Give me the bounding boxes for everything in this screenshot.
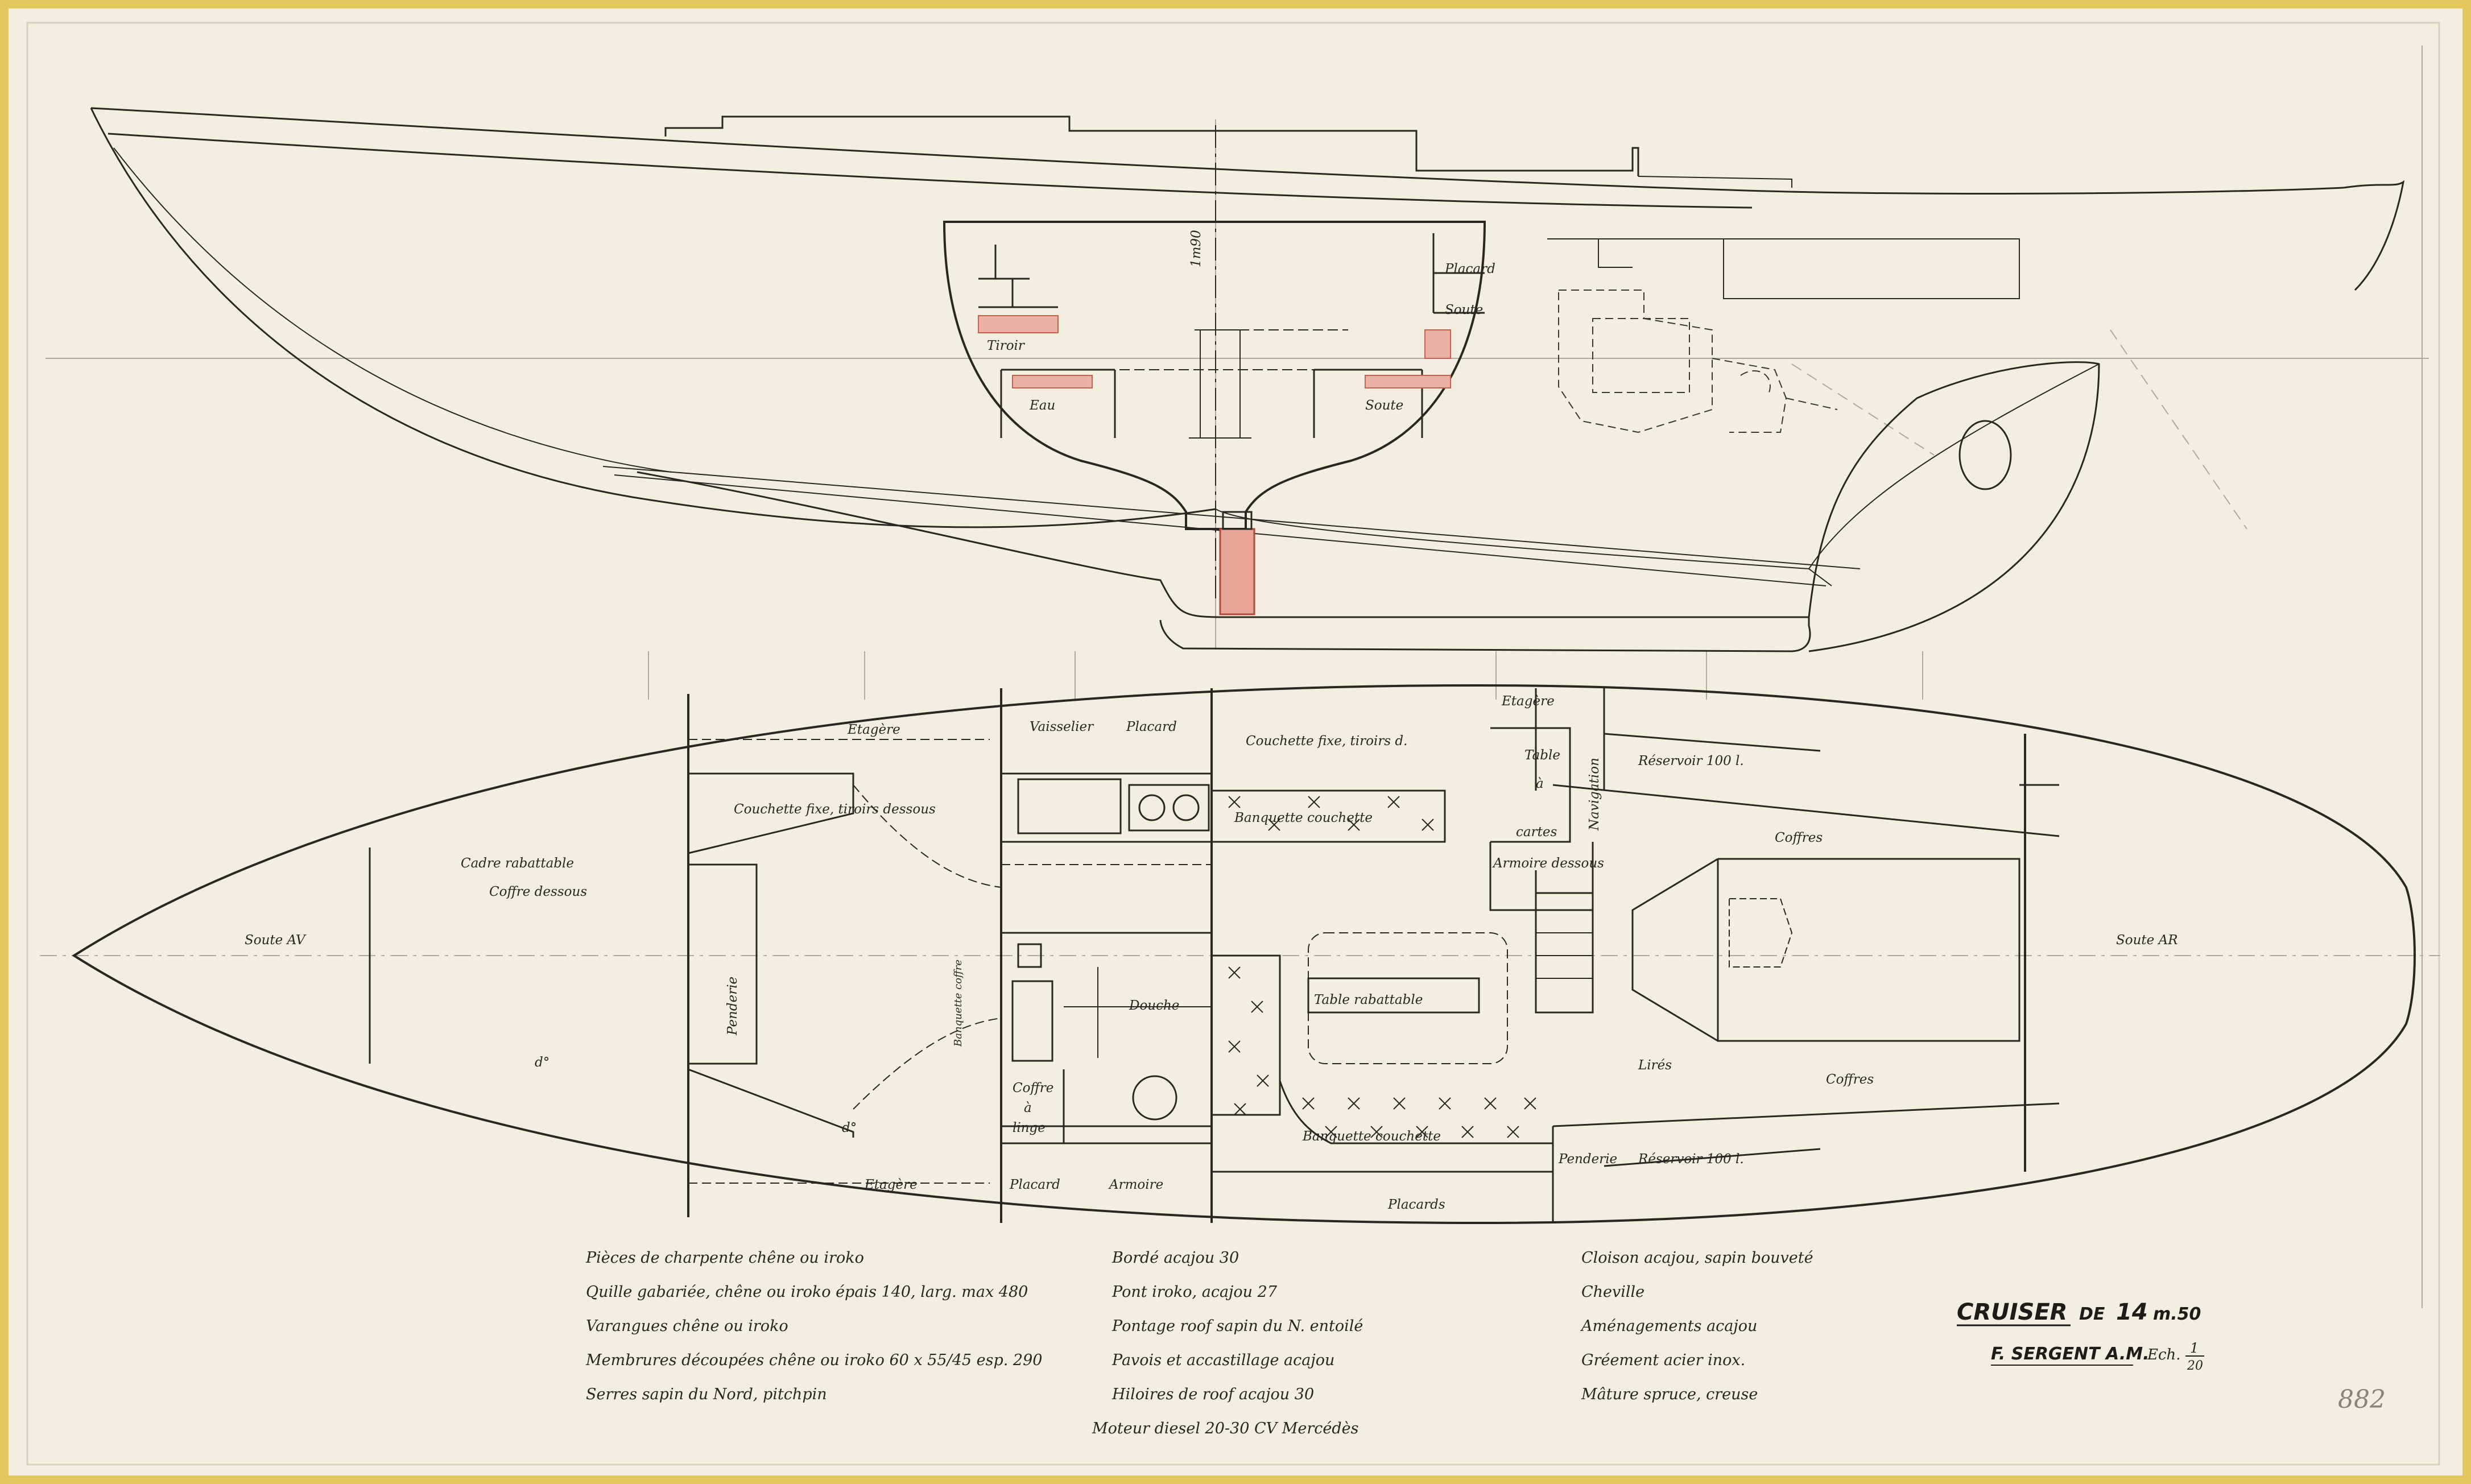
- cartes-label: cartes: [1516, 825, 1557, 840]
- galley-sink: [1017, 778, 1122, 834]
- title-unit: m.50: [2153, 1304, 2201, 1324]
- carte-a-label: à: [1536, 776, 1544, 791]
- placard-label: Placard: [1444, 262, 1495, 276]
- scale-denominator: 20: [2187, 1359, 2203, 1373]
- soute-ar-label: Soute AR: [2116, 933, 2178, 948]
- soute-lower-label: Soute: [1365, 398, 1403, 413]
- spec-notes: Pièces de charpente chêne ou iroko Quill…: [585, 1249, 1813, 1437]
- spec-col3-line2: Cheville: [1581, 1283, 1644, 1301]
- soute-av-label: Soute AV: [245, 933, 307, 948]
- ditto-a: d°: [535, 1055, 549, 1070]
- title-length: 14: [2116, 1299, 2148, 1325]
- spec-col3-line4: Gréement acier inox.: [1581, 1351, 1745, 1369]
- companionway-steps: [1535, 892, 1594, 1014]
- engine-outline: [1558, 290, 1838, 433]
- keel-timber: [1219, 528, 1255, 615]
- cockpit-well: [1717, 858, 2020, 1042]
- spec-col1-line5: Serres sapin du Nord, pitchpin: [586, 1386, 827, 1403]
- inner-frame: [26, 22, 2440, 1466]
- navigation-label: Navigation: [1587, 758, 1602, 831]
- couchette-tiroirs-label: Couchette fixe, tiroirs d.: [1246, 734, 1407, 749]
- spec-col2-line2: Pont iroko, acajou 27: [1111, 1283, 1278, 1301]
- spec-col1-line3: Varangues chêne ou iroko: [586, 1317, 788, 1335]
- banquette-coffre-label: Banquette coffre: [952, 960, 964, 1047]
- table-label: Table: [1524, 748, 1560, 763]
- title-block: CRUISER DE 14 m.50 F. SERGENT A.M. Ech. …: [1957, 1299, 2386, 1414]
- etagere-top-label: Etagère: [847, 722, 900, 737]
- vaisselier-label: Vaisselier: [1030, 720, 1094, 734]
- douche-label: Douche: [1129, 998, 1179, 1013]
- saloon-table: [1308, 932, 1508, 1064]
- penderie-left-label: Penderie: [725, 977, 740, 1036]
- sheet-number: 882: [2338, 1385, 2386, 1414]
- reservoir-bottom-label: Réservoir 100 l.: [1638, 1152, 1744, 1167]
- plan-hull-outline: [72, 684, 2416, 1225]
- galley-stove: [1128, 784, 1210, 832]
- ditto-b: d°: [842, 1121, 857, 1135]
- placard-bottom-label: Placard: [1009, 1177, 1060, 1192]
- spec-col2-line3: Pontage roof sapin du N. entoilé: [1111, 1317, 1363, 1335]
- banquette-couchette-bottom: Banquette couchette: [1302, 1129, 1441, 1144]
- spec-col1-line4: Membrures découpées chêne ou iroko 60 x …: [585, 1351, 1042, 1369]
- table-rabattable-label: Table rabattable: [1314, 993, 1423, 1007]
- plan-view: [72, 684, 2416, 1225]
- title-word: CRUISER: [1957, 1299, 2067, 1325]
- midship-section: [943, 125, 1486, 615]
- scale-label: Ech.: [2147, 1346, 2181, 1363]
- spec-col2-line6: Moteur diesel 20-30 CV Mercédès: [1092, 1420, 1358, 1437]
- etagere-bottom-label: Etagère: [864, 1177, 918, 1192]
- section-labels: Placard Soute Tiroir Eau Soute 1m90: [987, 230, 1495, 413]
- settee-hatching: [1228, 796, 1536, 1138]
- author-label: F. SERGENT A.M.: [1991, 1344, 2149, 1364]
- plan-labels: Soute AV Soute AR Cadre rabattable Coffr…: [245, 694, 2178, 1212]
- title-de: DE: [2079, 1304, 2105, 1324]
- cadre-label: Cadre rabattable: [461, 856, 574, 871]
- armoire-label: Armoire: [1108, 1177, 1163, 1192]
- soute-upper-label: Soute: [1445, 303, 1483, 317]
- spec-col3-line3: Aménagements acajou: [1580, 1317, 1757, 1335]
- spec-col1-line2: Quille gabariée, chêne ou iroko épais 14…: [586, 1283, 1028, 1301]
- armoire-dessous-label: Armoire dessous: [1492, 856, 1604, 871]
- coffre-linge-3: linge: [1013, 1121, 1046, 1135]
- coffre-linge-1: Coffre: [1013, 1081, 1053, 1096]
- coffres-bottom-label: Coffres: [1826, 1072, 1874, 1087]
- couchette-fixe-label: Couchette fixe, tiroirs dessous: [734, 802, 936, 817]
- spec-col3-line1: Cloison acajou, sapin bouveté: [1581, 1249, 1813, 1267]
- reservoir-top-label: Réservoir 100 l.: [1638, 754, 1744, 768]
- height-dimension: 1m90: [1189, 230, 1204, 267]
- spec-col3-line5: Mâture spruce, creuse: [1581, 1386, 1758, 1403]
- eau-label: Eau: [1029, 398, 1055, 413]
- spec-col2-line4: Pavois et accastillage acajou: [1111, 1351, 1334, 1369]
- placard-top-label: Placard: [1126, 720, 1177, 734]
- placards-label: Placards: [1387, 1197, 1445, 1212]
- spec-col2-line5: Hiloires de roof acajou 30: [1111, 1386, 1314, 1403]
- settee-cushion-starboard: [1365, 375, 1451, 388]
- bunk-cushion-port: [978, 315, 1059, 333]
- coffres-top-label: Coffres: [1775, 830, 1823, 845]
- spec-col1-line1: Pièces de charpente chêne ou iroko: [585, 1249, 864, 1267]
- tiroir-label: Tiroir: [987, 338, 1026, 353]
- scale-numerator: 1: [2190, 1340, 2199, 1356]
- etagere-nav-label: Etagère: [1501, 694, 1555, 709]
- settee-cushion-port: [1012, 375, 1093, 388]
- coffre-dessous-label: Coffre dessous: [489, 884, 587, 899]
- toilet: [1132, 1075, 1177, 1121]
- spec-col2-line1: Bordé acajou 30: [1111, 1249, 1239, 1267]
- coffre-linge-2: à: [1024, 1101, 1032, 1115]
- penderie-right-label: Penderie: [1558, 1152, 1617, 1167]
- banquette-couchette-top: Banquette couchette: [1234, 811, 1373, 825]
- locker-cushion: [1424, 329, 1451, 359]
- lires-label: Lirés: [1638, 1058, 1672, 1073]
